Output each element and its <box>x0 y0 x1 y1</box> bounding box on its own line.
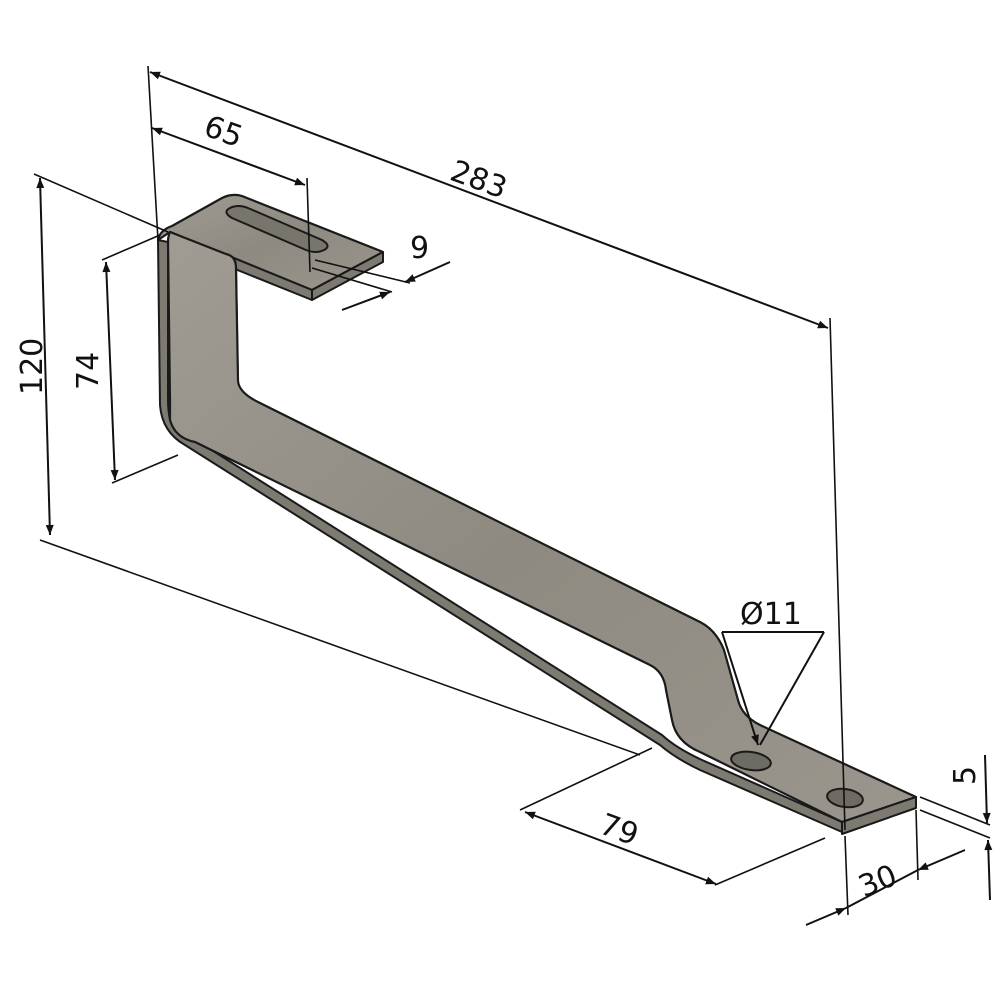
dimension-label-120: 120 <box>15 338 50 395</box>
dimension-label-79: 79 <box>595 807 643 853</box>
dimension-thickness: 5 <box>919 754 993 901</box>
dimension-hole-diameter: Ø11 <box>721 597 825 746</box>
dimension-overall-height: 120 <box>15 173 641 756</box>
dimension-label-9: 9 <box>410 231 429 266</box>
dimension-inner-height: 74 <box>71 234 179 484</box>
dimension-label-hole-diameter: Ø11 <box>740 597 802 632</box>
bracket-part <box>156 193 918 835</box>
diagonal-arm <box>166 230 918 824</box>
dimension-label-74: 74 <box>71 352 106 390</box>
mounting-hole-1 <box>730 750 772 772</box>
dimension-label-283: 283 <box>446 154 512 206</box>
dimension-label-30: 30 <box>854 858 903 905</box>
dimension-slot-width: 9 <box>311 231 451 311</box>
foot-end-face <box>841 796 917 835</box>
dimension-label-5: 5 <box>948 766 983 785</box>
